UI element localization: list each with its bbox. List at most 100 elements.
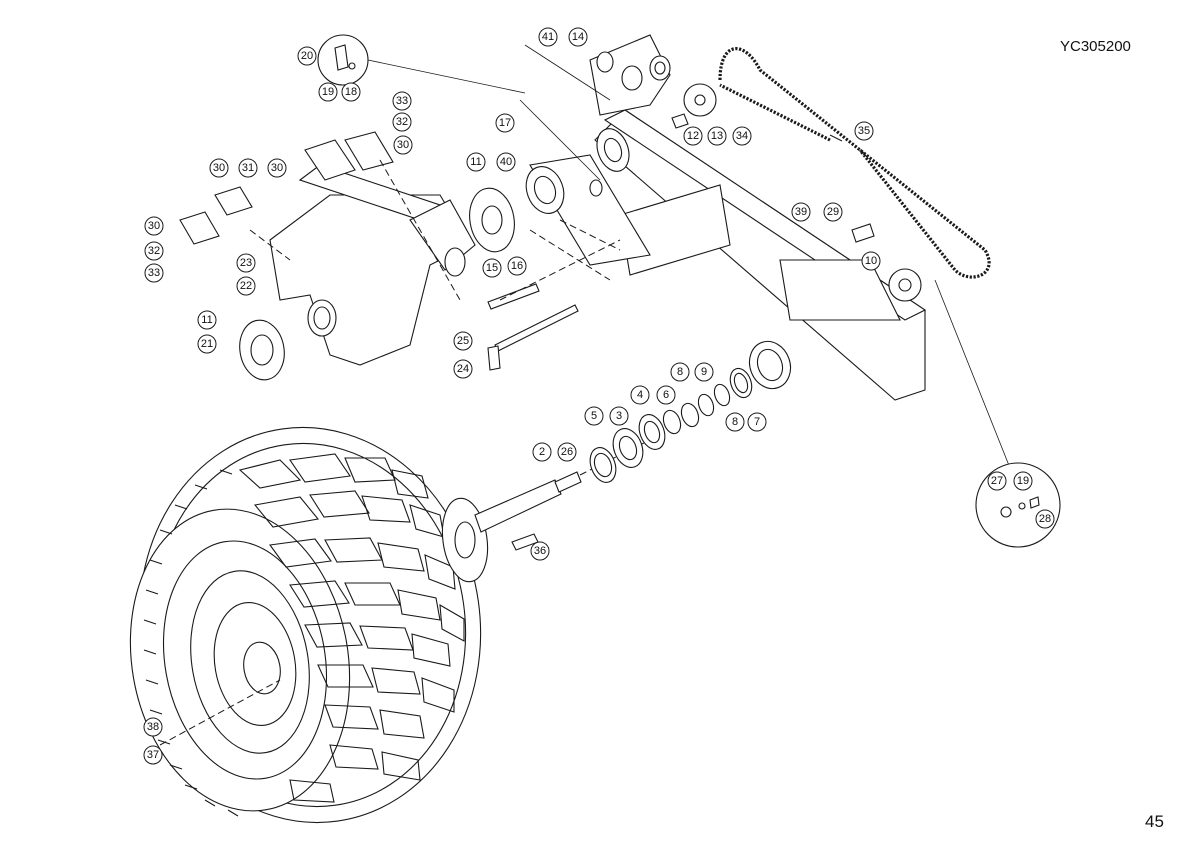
callout-22: 22: [236, 276, 256, 296]
callout-13: 13: [707, 126, 727, 146]
callout-3: 3: [609, 406, 629, 426]
svg-text:39: 39: [795, 206, 807, 218]
svg-text:35: 35: [858, 125, 870, 137]
svg-text:33: 33: [148, 267, 160, 279]
svg-text:6: 6: [663, 389, 669, 401]
svg-text:34: 34: [736, 130, 748, 142]
callout-37: 37: [143, 745, 163, 765]
callout-19: 19: [1013, 471, 1033, 491]
axle-hub-assembly: [441, 439, 651, 583]
callout-21: 21: [197, 334, 217, 354]
callout-30: 30: [209, 158, 229, 178]
svg-text:28: 28: [1039, 513, 1051, 525]
callout-41: 41: [538, 27, 558, 47]
callout-35: 35: [854, 121, 874, 141]
svg-text:21: 21: [201, 338, 213, 350]
sprockets: [671, 83, 922, 302]
detail-circle-top: [317, 34, 369, 86]
svg-text:41: 41: [542, 31, 554, 43]
svg-text:33: 33: [396, 95, 408, 107]
callout-30: 30: [267, 158, 287, 178]
callout-18: 18: [341, 82, 361, 102]
pins: [487, 239, 621, 371]
svg-text:5: 5: [591, 410, 597, 422]
svg-text:13: 13: [711, 130, 723, 142]
callout-7: 7: [747, 412, 767, 432]
svg-text:15: 15: [486, 262, 498, 274]
svg-text:17: 17: [499, 117, 511, 129]
callout-31: 31: [238, 158, 258, 178]
page-number: 45: [1145, 812, 1164, 831]
svg-text:18: 18: [345, 86, 357, 98]
svg-text:37: 37: [147, 749, 159, 761]
swing-arm-frame: [525, 109, 927, 401]
top-bracket: [589, 34, 671, 116]
svg-text:22: 22: [240, 280, 252, 292]
hub-flange: [239, 187, 515, 381]
svg-text:30: 30: [271, 162, 283, 174]
svg-text:10: 10: [865, 255, 877, 267]
svg-text:32: 32: [396, 116, 408, 128]
svg-text:11: 11: [201, 314, 212, 326]
svg-text:36: 36: [534, 545, 546, 557]
callout-30: 30: [144, 216, 164, 236]
callout-20: 20: [297, 46, 317, 66]
callout-8: 8: [670, 362, 690, 382]
callout-39: 39: [791, 202, 811, 222]
leader-lines: [367, 44, 1011, 469]
callout-33: 33: [144, 263, 164, 283]
svg-text:7: 7: [754, 416, 760, 428]
callout-33: 33: [392, 91, 412, 111]
svg-text:38: 38: [147, 721, 159, 733]
callout-6: 6: [656, 385, 676, 405]
svg-text:31: 31: [242, 162, 254, 174]
svg-text:8: 8: [732, 416, 738, 428]
svg-text:2: 2: [539, 446, 545, 458]
svg-text:14: 14: [572, 31, 584, 43]
svg-text:9: 9: [701, 366, 707, 378]
side-plate-assembly: [179, 131, 476, 366]
callout-14: 14: [568, 27, 588, 47]
svg-text:16: 16: [511, 260, 523, 272]
callout-8: 8: [725, 412, 745, 432]
callout-25: 25: [453, 331, 473, 351]
svg-text:20: 20: [301, 50, 313, 62]
svg-text:30: 30: [213, 162, 225, 174]
svg-text:32: 32: [148, 245, 160, 257]
bearing-stack: [589, 367, 753, 483]
drive-chain: [718, 47, 991, 279]
svg-text:11: 11: [470, 156, 481, 168]
svg-text:30: 30: [148, 220, 160, 232]
callout-11: 11: [466, 152, 486, 172]
svg-text:3: 3: [616, 410, 622, 422]
callout-5: 5: [584, 406, 604, 426]
callout-32: 32: [144, 241, 164, 261]
callout-9: 9: [694, 362, 714, 382]
callout-19: 19: [318, 82, 338, 102]
svg-text:12: 12: [687, 130, 699, 142]
svg-text:40: 40: [500, 156, 512, 168]
document-id: YC305200: [1060, 38, 1131, 55]
callout-23: 23: [236, 253, 256, 273]
svg-text:4: 4: [637, 389, 643, 401]
callouts: 20 19 18 41 14 33 32 17 30 12 13 34 35 3…: [143, 27, 1055, 765]
svg-text:29: 29: [827, 206, 839, 218]
svg-text:30: 30: [397, 139, 409, 151]
svg-text:27: 27: [991, 475, 1003, 487]
callout-34: 34: [732, 126, 752, 146]
callout-24: 24: [453, 359, 473, 379]
callout-29: 29: [823, 202, 843, 222]
callout-30: 30: [393, 135, 413, 155]
callout-40: 40: [496, 152, 516, 172]
callout-10: 10: [861, 251, 881, 271]
wheel-tire-assembly: [129, 426, 482, 824]
callout-12: 12: [683, 126, 703, 146]
callout-27: 27: [987, 471, 1007, 491]
callout-15: 15: [482, 258, 502, 278]
callout-28: 28: [1035, 509, 1055, 529]
callout-4: 4: [630, 385, 650, 405]
svg-text:26: 26: [561, 446, 573, 458]
svg-text:19: 19: [322, 86, 334, 98]
callout-17: 17: [495, 113, 515, 133]
